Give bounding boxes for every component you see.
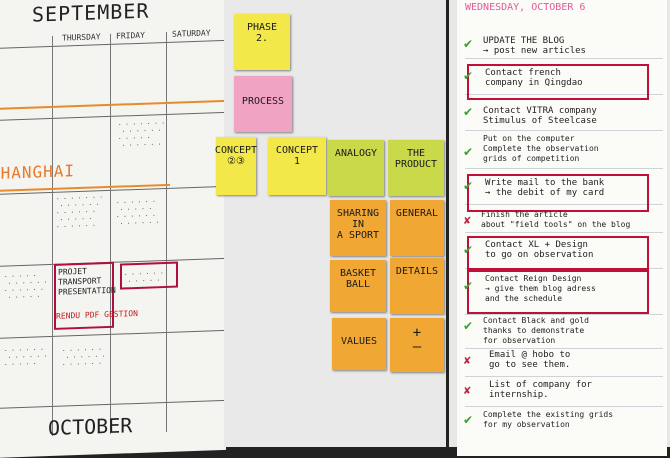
sticky-note-concept-1: CONCEPT 1: [268, 137, 326, 195]
todo-task: Complete the existing grids for my obser…: [483, 410, 614, 429]
sticky-note-label: CONCEPT 1: [275, 145, 319, 167]
cross-mark-icon: ✘: [463, 216, 472, 227]
sticky-note-general: GENERAL: [390, 200, 444, 256]
checkmark-icon: ✔: [463, 243, 474, 257]
project-presentation-note: PROJET TRANSPORT PRESENTATION: [58, 266, 116, 297]
grid-line: [52, 35, 53, 436]
grid-line: [0, 399, 226, 410]
day-header-saturday: SATURDAY: [172, 28, 211, 39]
checkmark-icon: ✔: [463, 145, 474, 159]
task-highlight-box: [467, 64, 649, 100]
highlighted-date-box: [120, 261, 178, 290]
day-header-friday: FRIDAY: [116, 30, 145, 41]
sticky-note-label: PHASE 2.: [246, 22, 278, 44]
deadline-note: RENDU PDF GESTION: [56, 308, 138, 321]
todo-task: Put on the computer Complete the observa…: [483, 134, 599, 163]
task-highlight-box: [467, 270, 649, 314]
calendar-month-top: SEPTEMBER: [32, 0, 150, 27]
checkmark-icon: ✔: [463, 69, 474, 83]
checkmark-icon: ✔: [463, 37, 474, 51]
grid-line: [0, 111, 226, 122]
sticky-note-analogy: ANALOGY: [328, 140, 384, 196]
sticky-note-label: VALUES: [340, 336, 378, 347]
checkmark-icon: ✔: [463, 105, 474, 119]
sticky-note-label: + —: [412, 325, 422, 355]
todo-task: Contact XL + Design to go on observation: [485, 240, 594, 260]
sticky-note-label: DETAILS: [395, 266, 439, 277]
checkmark-icon: ✔: [463, 279, 474, 293]
calendar-scribble: · · · · · · · · · · · · · · · · · · · · …: [116, 198, 160, 228]
cross-mark-icon: ✘: [463, 386, 472, 397]
checkmark-icon: ✔: [463, 319, 474, 333]
task-highlight-box: [467, 174, 649, 212]
sticky-note-label: PROCESS: [241, 96, 285, 107]
ruled-line: [465, 406, 663, 407]
grid-line: [110, 33, 111, 434]
todo-task: Email @ hobo to go to see them.: [489, 350, 571, 370]
sticky-notes-photo: PHASE 2. PROCESS CONCEPT ②③ CONCEPT 1 AN…: [215, 0, 446, 447]
todo-sheet: WEDNESDAY, OCTOBER 6 ✔ UPDATE THE BLOG →…: [457, 0, 667, 456]
todo-list-photo: WEDNESDAY, OCTOBER 6 ✔ UPDATE THE BLOG →…: [449, 0, 670, 456]
ruled-line: [465, 168, 663, 169]
sticky-note-label: CONCEPT ②③: [214, 145, 258, 167]
sticky-note-concept-23: CONCEPT ②③: [214, 137, 258, 195]
ruled-line: [465, 232, 663, 233]
checkmark-icon: ✔: [463, 413, 474, 427]
calendar-sheet: SEPTEMBER THURSDAY FRIDAY SATURDAY SHANG…: [0, 0, 226, 458]
ruled-line: [465, 204, 663, 205]
todo-task: Contact VITRA company Stimulus of Steelc…: [483, 106, 597, 126]
sticky-note-label: SHARING IN A SPORT: [336, 208, 380, 241]
sticky-note-values: VALUES: [332, 318, 386, 370]
sticky-note-label: THE PRODUCT: [394, 148, 438, 170]
task-highlight-box: [467, 236, 649, 270]
todo-task: Contact Reign Design → give them blog ad…: [485, 274, 596, 303]
sticky-note-label: BASKET BALL: [339, 268, 377, 290]
todo-task: Write mail to the bank → the debit of my…: [485, 178, 605, 198]
sticky-note-label: GENERAL: [395, 208, 439, 219]
todo-task: UPDATE THE BLOG → post new articles: [483, 36, 586, 56]
grid-line: [166, 31, 167, 432]
todo-task: Contact Black and gold thanks to demonst…: [483, 316, 589, 345]
ruled-line: [465, 58, 663, 59]
todo-task: Contact french company in Qingdao: [485, 68, 583, 88]
checkmark-icon: ✔: [463, 179, 474, 193]
ruled-line: [465, 130, 663, 131]
sticky-note-plus-minus: + —: [390, 318, 444, 372]
calendar-scribble: · · · · · · · · · · · · · · · · · ·: [62, 346, 106, 369]
calendar-scribble: · · · · · · · · · · · · · · · · · · · · …: [56, 194, 103, 231]
ruled-line: [465, 376, 663, 377]
todo-task: Finish the article about "field tools" o…: [481, 210, 631, 229]
grid-line: [0, 39, 226, 50]
todo-heading: WEDNESDAY, OCTOBER 6: [465, 2, 586, 13]
ruled-line: [465, 94, 663, 95]
ruled-line: [465, 314, 663, 315]
sticky-note-label: ANALOGY: [334, 148, 378, 159]
grid-line: [0, 329, 226, 340]
sticky-note-details: DETAILS: [390, 258, 444, 314]
day-header-thursday: THURSDAY: [62, 32, 101, 43]
calendar-scribble: · · · · · · · · · · · · · · · · ·: [4, 346, 48, 369]
sticky-note-sharing-sport: SHARING IN A SPORT: [330, 200, 386, 256]
sticky-note-phase: PHASE 2.: [234, 14, 290, 70]
todo-task: List of company for internship.: [489, 380, 592, 400]
sticky-note-basketball: BASKET BALL: [330, 260, 386, 312]
cross-mark-icon: ✘: [463, 356, 472, 367]
calendar-scribble: · · · · · · · · · · · · · · · · · · · · …: [4, 272, 48, 302]
sticky-note-process: PROCESS: [234, 76, 292, 132]
sticky-note-the-product: THE PRODUCT: [388, 140, 444, 196]
ruled-line: [465, 348, 663, 349]
orange-trip-line: [0, 99, 226, 111]
calendar-scribble: · · · · · · · · · · · · · · · · · · · · …: [118, 120, 165, 150]
calendar-month-bottom: OCTOBER: [48, 413, 133, 441]
city-label: SHANGHAI: [0, 161, 76, 184]
calendar-photo: SEPTEMBER THURSDAY FRIDAY SATURDAY SHANG…: [0, 0, 226, 458]
